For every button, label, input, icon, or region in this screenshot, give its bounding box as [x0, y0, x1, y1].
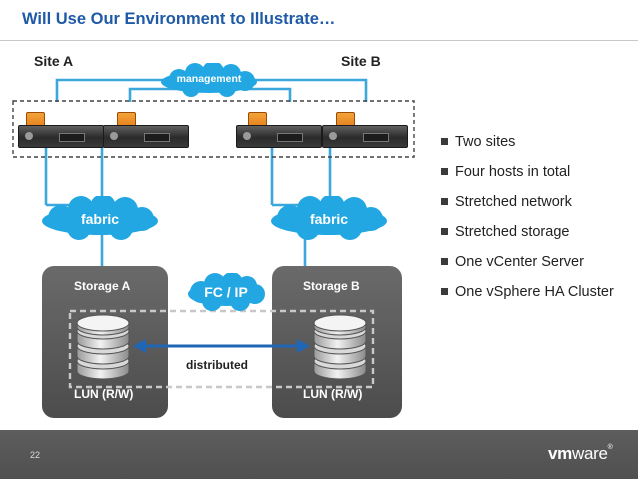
- square-bullet-icon: [441, 228, 448, 235]
- cloud-icon: [161, 61, 257, 97]
- fabric-cloud-right: fabric: [266, 194, 392, 242]
- bullet-item: Stretched network: [441, 194, 631, 211]
- site-b-label: Site B: [341, 53, 381, 69]
- host-1: [18, 112, 104, 148]
- fabric-cloud-left: fabric: [37, 194, 163, 242]
- storage-b-label: Storage B: [303, 279, 360, 293]
- lun-left-label: LUN (R/W): [74, 387, 134, 401]
- cloud-icon: [42, 194, 158, 240]
- bullet-item: One vSphere HA Cluster: [441, 284, 631, 301]
- server-icon: [18, 125, 104, 148]
- database-icon: [313, 314, 367, 380]
- square-bullet-icon: [441, 288, 448, 295]
- square-bullet-icon: [441, 198, 448, 205]
- slide-footer: 22 vmware®: [0, 430, 638, 479]
- management-label: management: [176, 73, 242, 85]
- distributed-arrow: [133, 339, 310, 353]
- square-bullet-icon: [441, 168, 448, 175]
- fabric-right-label: fabric: [309, 211, 349, 227]
- page-number: 22: [30, 450, 41, 460]
- server-icon: [322, 125, 408, 148]
- vmware-logo: vmware®: [548, 444, 613, 463]
- host-2: [103, 112, 189, 148]
- server-icon: [103, 125, 189, 148]
- distributed-volume-outline: [68, 309, 375, 389]
- management-link-right: [235, 78, 368, 102]
- management-link-left: [55, 78, 180, 102]
- slide-title: Will Use Our Environment to Illustrate…: [22, 10, 336, 28]
- server-icon: [236, 125, 322, 148]
- site-a-label: Site A: [34, 53, 74, 69]
- host-cluster-outline: [12, 100, 415, 158]
- host-4: [322, 112, 408, 148]
- fabric-left-label: fabric: [80, 211, 120, 227]
- distributed-label: distributed: [186, 358, 248, 372]
- lun-right-label: LUN (R/W): [303, 387, 363, 401]
- disk-stack-right: [311, 313, 369, 381]
- storage-a-label: Storage A: [74, 279, 131, 293]
- host-3: [236, 112, 322, 148]
- bullet-item: Two sites: [441, 134, 631, 151]
- cloud-icon: [271, 194, 387, 240]
- square-bullet-icon: [441, 258, 448, 265]
- bullet-item: Stretched storage: [441, 224, 631, 241]
- management-cloud: management: [157, 61, 261, 99]
- database-icon: [76, 314, 130, 380]
- summary-bullet-list: Two sites Four hosts in total Stretched …: [441, 134, 631, 314]
- fc-ip-label: FC / IP: [204, 284, 248, 300]
- disk-stack-left: [74, 313, 132, 381]
- fc-ip-cloud: FC / IP: [184, 272, 268, 313]
- title-divider: [0, 40, 638, 41]
- bullet-item: Four hosts in total: [441, 164, 631, 181]
- bullet-item: One vCenter Server: [441, 254, 631, 271]
- square-bullet-icon: [441, 138, 448, 145]
- distributed-label-bg: [182, 354, 260, 378]
- cloud-icon: [188, 272, 265, 311]
